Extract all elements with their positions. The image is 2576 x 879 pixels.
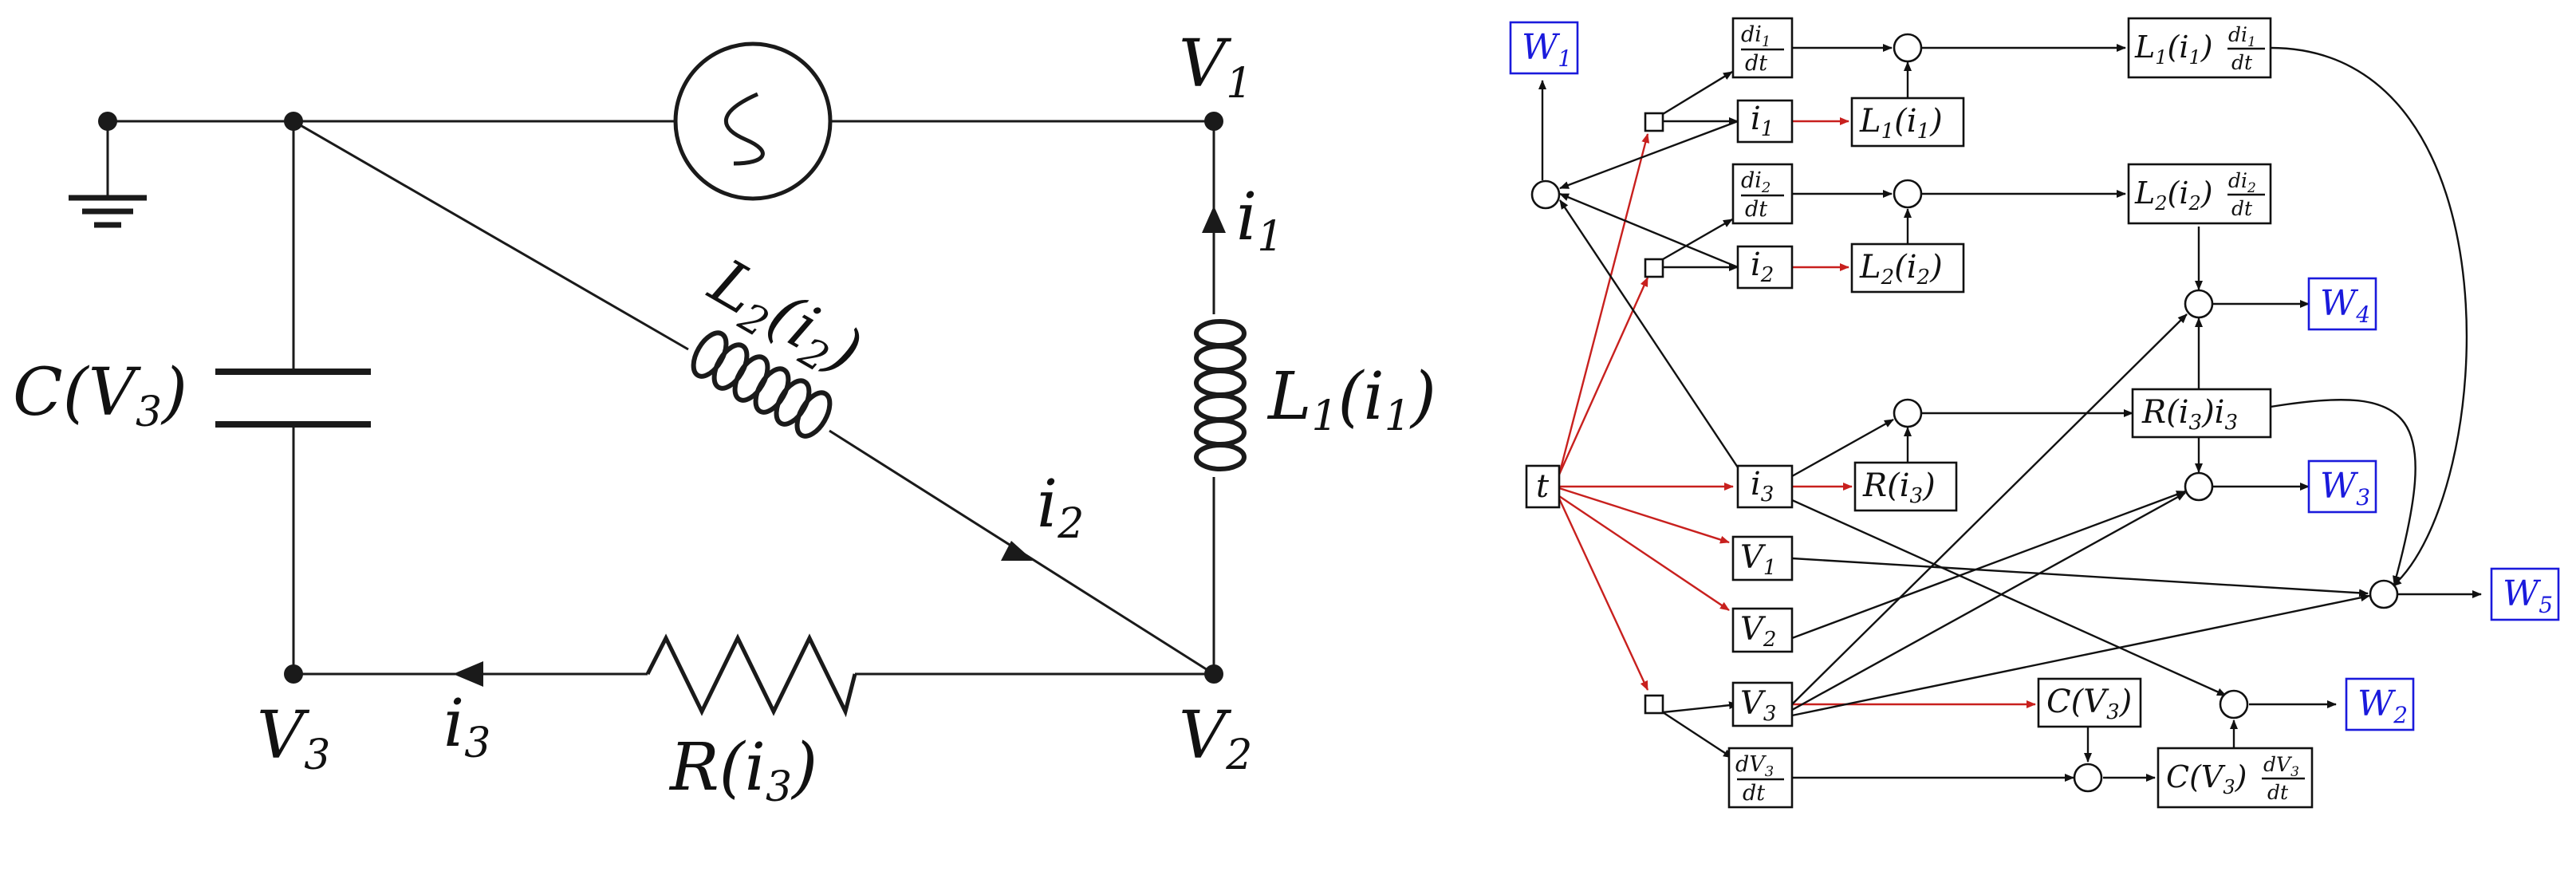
svg-text:W5: W5	[2503, 574, 2553, 618]
svg-text:dt: dt	[2267, 781, 2289, 804]
svg-text:C(V3): C(V3)	[2046, 684, 2132, 724]
sum-node-w5	[2369, 579, 2399, 609]
svg-text:V3: V3	[1740, 685, 1776, 726]
i1-label: i1	[1236, 179, 1283, 261]
i2-arrow-icon	[1001, 541, 1034, 561]
v3-node	[284, 664, 303, 684]
svg-text:W2: W2	[2357, 684, 2408, 728]
svg-text:di1: di1	[2228, 23, 2256, 50]
black-edges	[1538, 44, 2482, 782]
capacitor-label: C(V3)	[13, 355, 187, 436]
sum-node-w3	[2184, 471, 2214, 502]
svg-text:i2: i2	[1751, 246, 1774, 287]
sum-node-w1	[1530, 179, 1561, 210]
v3-box: V3	[1731, 681, 1794, 727]
v3-label: V3	[257, 698, 330, 779]
v2-box: V2	[1731, 607, 1794, 653]
ac-source	[673, 41, 833, 201]
di2dt-box: di2 dt	[1731, 163, 1794, 225]
svg-text:di2: di2	[2228, 169, 2256, 196]
split-node-3	[1644, 694, 1664, 715]
svg-text:dV3: dV3	[1735, 752, 1774, 780]
sum-node-w2	[2219, 689, 2249, 719]
w1-box: W1	[1509, 21, 1579, 75]
l1-di1dt-box: L1(i1) di1 dt	[2127, 17, 2272, 79]
svg-text:L2(i2): L2(i2)	[2134, 175, 2213, 215]
svg-text:i1: i1	[1751, 101, 1774, 141]
svg-text:W3: W3	[2320, 466, 2370, 510]
i3-box: i3	[1736, 464, 1794, 509]
resistor-zigzag	[645, 633, 857, 718]
circuit-schematic: V1 V2 V3 i1 i2 i3 C(V3) L1(i1) L2(i2) R(…	[13, 26, 1436, 811]
dv3dt-box: dV3 dt	[1727, 747, 1794, 809]
inductor-l1-label: L1(i1)	[1266, 359, 1436, 440]
svg-text:dt: dt	[2231, 197, 2253, 220]
computation-graph: W1 W4 W3 W5 W2 t di1 dt	[1509, 17, 2560, 809]
r-i3-box: R(i3)i3	[2131, 388, 2272, 439]
v1-box: V1	[1731, 535, 1794, 581]
svg-text:L1(i1): L1(i1)	[1859, 103, 1943, 144]
svg-text:W4: W4	[2320, 283, 2370, 328]
resistor-label: R(i3)	[668, 730, 817, 811]
svg-text:i3: i3	[1751, 466, 1774, 507]
i2-label: i2	[1037, 467, 1084, 548]
sum-node-mid	[1893, 179, 1923, 209]
inductor-l2-label: L2(i2)	[694, 246, 873, 394]
i1-box: i1	[1736, 99, 1794, 144]
svg-text:R(i3)i3: R(i3)i3	[2141, 394, 2238, 435]
svg-text:dt: dt	[2231, 51, 2253, 74]
ground-node	[98, 112, 117, 131]
svg-text:dV3: dV3	[2263, 753, 2299, 780]
red-edges	[1558, 117, 2036, 708]
svg-text:V2: V2	[1740, 611, 1776, 652]
sum-node-w4	[2184, 289, 2214, 319]
inductor-l1-coil	[1194, 319, 1247, 471]
c-box: C(V3)	[2037, 677, 2142, 728]
v1-node	[1204, 112, 1223, 131]
l2-box: L2(i2)	[1850, 242, 1965, 294]
i2-box: i2	[1736, 245, 1794, 290]
sum-nodes	[1530, 33, 2399, 793]
svg-text:dt: dt	[1745, 51, 1767, 76]
sum-node-r	[1893, 398, 1923, 428]
svg-text:R(i3): R(i3)	[1862, 467, 1936, 508]
svg-text:di1: di1	[1741, 22, 1771, 50]
v2-node	[1204, 664, 1223, 684]
v1-label: V1	[1179, 26, 1252, 108]
i3-label: i3	[443, 686, 490, 767]
di1dt-box: di1 dt	[1731, 17, 1794, 79]
w3-box: W3	[2307, 459, 2377, 514]
svg-text:W1: W1	[1522, 27, 1572, 72]
ac-source-wave-icon	[723, 92, 765, 166]
svg-text:L2(i2): L2(i2)	[1859, 249, 1943, 290]
v2-label: V2	[1179, 698, 1252, 779]
i3-arrow-icon	[453, 661, 483, 687]
l2-di2dt-box: L2(i2) di2 dt	[2127, 163, 2272, 225]
r-box: R(i3)	[1853, 461, 1958, 512]
top-left-node	[284, 112, 303, 131]
i1-arrow-icon	[1202, 206, 1226, 233]
sum-node-top	[1893, 33, 1923, 63]
w5-box: W5	[2490, 567, 2560, 621]
diagonal-wire-top	[293, 120, 689, 351]
svg-text:C(V3): C(V3)	[2166, 759, 2247, 798]
split-node-2	[1644, 258, 1664, 278]
svg-text:dt: dt	[1745, 197, 1767, 222]
svg-text:dt: dt	[1743, 781, 1765, 806]
svg-text:V1: V1	[1740, 539, 1776, 580]
t-box: t	[1525, 464, 1561, 509]
c-dv3dt-box: C(V3) dV3 dt	[2157, 747, 2314, 809]
split-node-1	[1644, 112, 1664, 132]
sum-node-c	[2073, 763, 2103, 793]
l1-box: L1(i1)	[1850, 97, 1965, 148]
inductor-l2-coil	[691, 330, 833, 439]
svg-text:di2: di2	[1741, 168, 1771, 196]
svg-text:L1(i1): L1(i1)	[2134, 30, 2213, 69]
w2-box: W2	[2345, 677, 2415, 731]
w4-box: W4	[2307, 277, 2377, 331]
svg-text:t: t	[1536, 468, 1550, 505]
